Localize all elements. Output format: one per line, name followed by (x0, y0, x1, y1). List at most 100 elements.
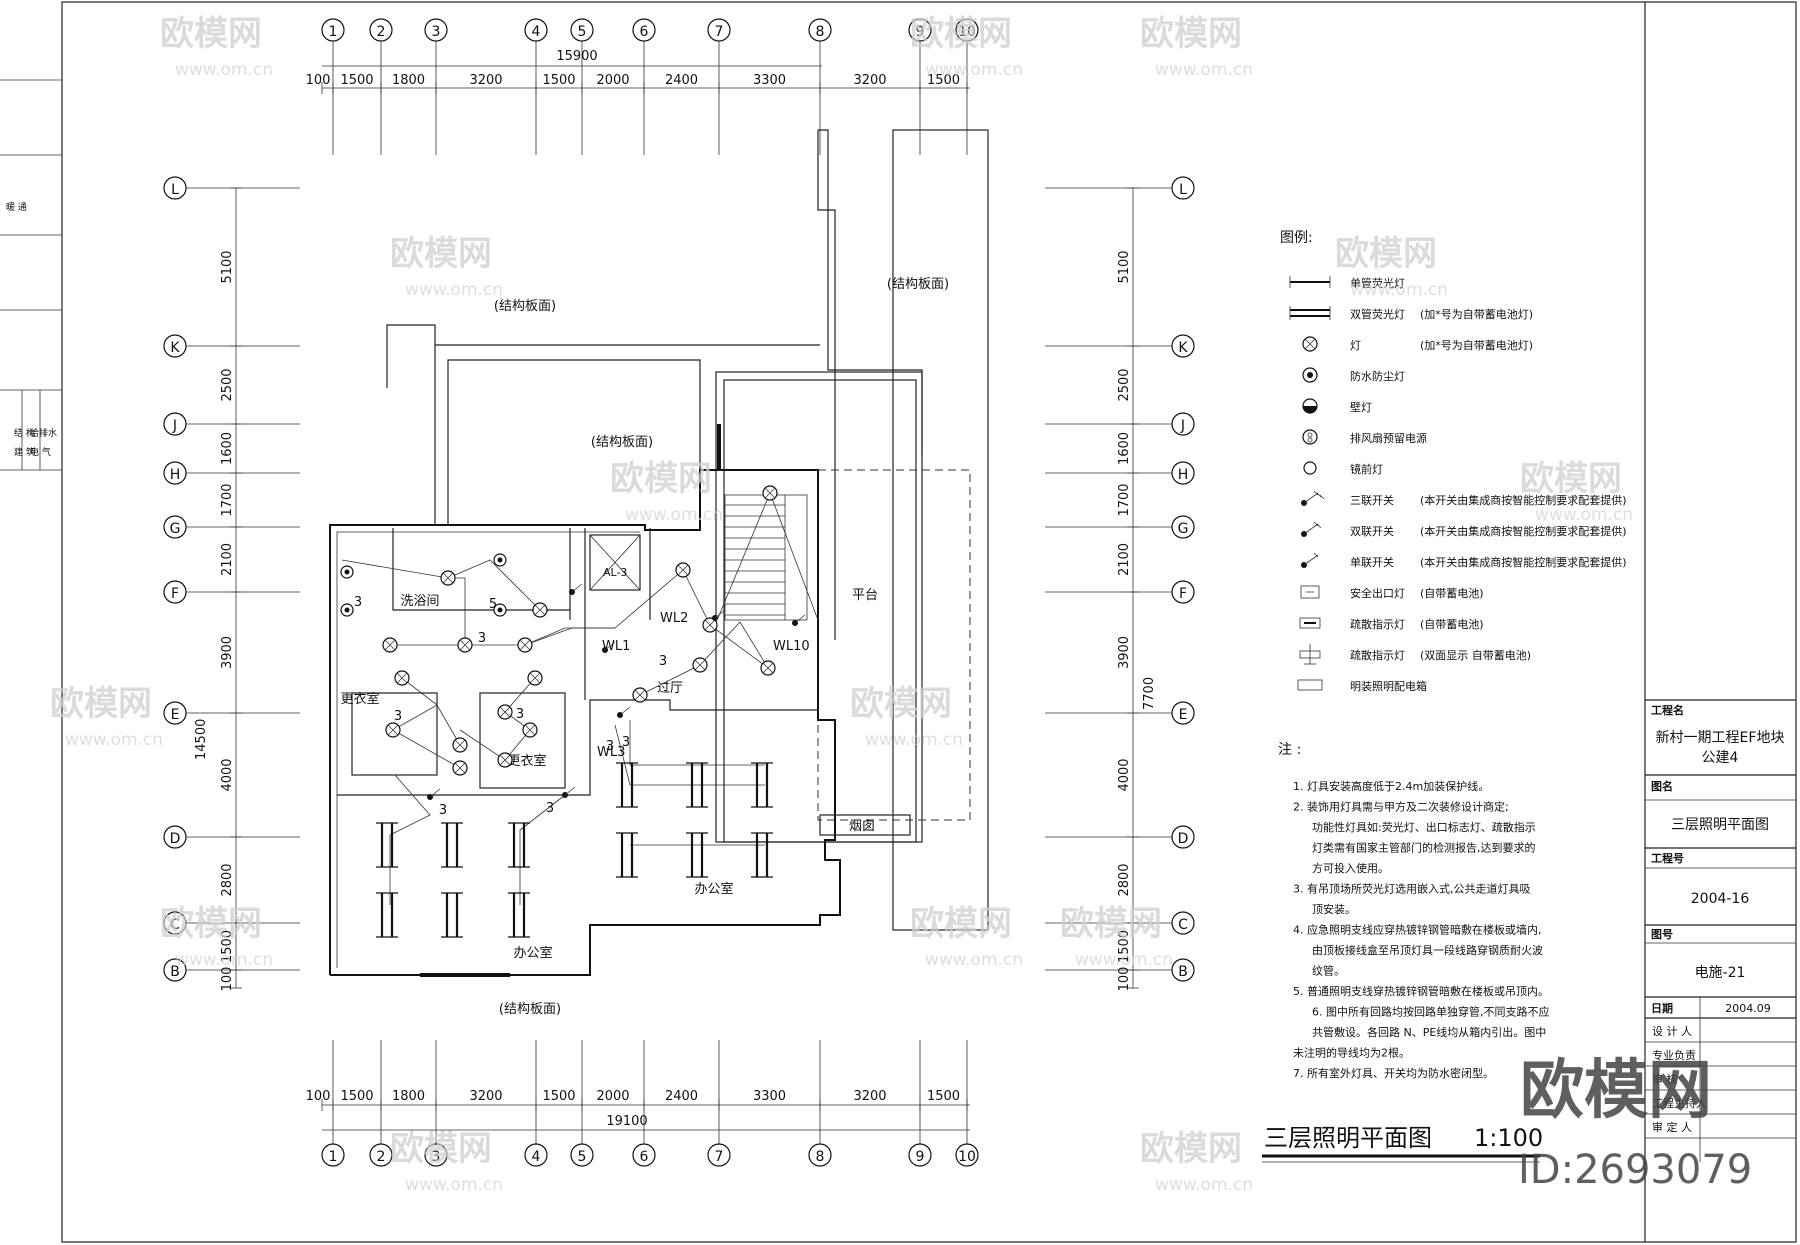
note-line: 1. 灯具安装高度低于2.4m加装保护线。 (1293, 779, 1489, 793)
dim-span-value: 1500 (927, 73, 960, 88)
left-strip-label-4: 给排水 (30, 427, 57, 439)
slab-label-2: (结构板面) (591, 435, 653, 450)
column-label-top: 10 (958, 24, 976, 40)
dim-span-value: 5100 (220, 250, 235, 283)
room-label-changing-2: 更衣室 (507, 753, 546, 769)
column-label-top: 1 (329, 24, 338, 40)
note-line: 5. 普通照明支线穿热镀锌钢管暗敷在楼板或吊顶内。 (1293, 984, 1549, 998)
tb-date-label: 日期 (1651, 1001, 1673, 1015)
column-label-bottom: 8 (816, 1149, 825, 1165)
legend-label: 疏散指示灯 (1350, 648, 1405, 662)
column-label-bottom: 6 (640, 1149, 649, 1165)
watermark-brand: 欧模网 (610, 459, 712, 499)
right-slab (892, 129, 989, 931)
dim-span-value: 100 (306, 1089, 331, 1104)
left-strip-label-1: 建 筑 (14, 446, 35, 458)
dim-span-value: 100 (1117, 967, 1132, 992)
slab-label-4: (结构板面) (499, 1002, 561, 1017)
dim-span-value: 3300 (753, 73, 786, 88)
wire-count: 3 (439, 803, 447, 818)
row-label-left: L (171, 182, 179, 198)
tb-project-no-label: 工程号 (1651, 851, 1684, 865)
column-label-top: 4 (532, 24, 541, 40)
drawing-title: 三层照明平面图 (1264, 1124, 1432, 1152)
dim-span-value: 1800 (392, 73, 425, 88)
watermark-brand: 欧模网 (910, 904, 1012, 944)
row-label-left: D (170, 831, 181, 847)
column-label-bottom: 4 (532, 1149, 541, 1165)
watermark-url: www.om.cn (65, 730, 163, 750)
row-label-left: K (170, 340, 180, 356)
row-label-right: E (1179, 707, 1188, 723)
wiring (341, 491, 819, 905)
title-block-role: 专业负责 (1652, 1048, 1696, 1062)
watermark-url: www.om.cn (1075, 950, 1173, 970)
legend-note: (本开关由集成商按智能控制要求配套提供) (1420, 524, 1627, 538)
main-wall (329, 424, 841, 976)
changing-room-2 (479, 692, 566, 789)
tb-sheet-no-label: 图号 (1651, 928, 1673, 941)
double-fluorescent-lamp-symbol (1289, 306, 1331, 320)
watermark-url: www.om.cn (1535, 505, 1633, 525)
wall-lamp-symbol (1302, 398, 1318, 414)
title-block-role: 审 核 (1652, 1072, 1678, 1086)
dim-span-value: 1500 (220, 930, 235, 963)
column-label-bottom: 1 (329, 1149, 338, 1165)
dim-span-value: 3200 (469, 1089, 502, 1104)
tb-date: 2004.09 (1725, 1002, 1771, 1015)
note-line: 顶安装。 (1312, 902, 1356, 916)
notes-title: 注 : (1278, 742, 1301, 758)
column-label-top: 8 (816, 24, 825, 40)
title-block (1645, 699, 1796, 1162)
note-line: 3. 有吊顶场所荧光灯选用嵌入式,公共走道灯具吸 (1293, 882, 1531, 896)
room-label-corridor: 过厅 (657, 681, 683, 696)
note-line: 2. 装饰用灯具需与甲方及二次装修设计商定; (1293, 800, 1509, 814)
tb-project-name-1: 新村一期工程EF地块 (1656, 730, 1785, 746)
dim-span-value: 1700 (1117, 483, 1132, 516)
watermark-url: www.om.cn (925, 60, 1023, 80)
light-fixtures (340, 485, 806, 938)
column-label-top: 7 (715, 24, 724, 40)
circuit-label-wl3: WL3 (597, 745, 625, 760)
dim-span-value: 3200 (853, 1089, 886, 1104)
bottom-total-dimension: 19100 (606, 1114, 647, 1129)
note-line: 4. 应急照明支线应穿热镀锌钢管暗敷在楼板或墙内, (1293, 923, 1542, 937)
watermark-url: www.om.cn (1155, 60, 1253, 80)
left-strip-label-2: 结 构 (14, 427, 35, 439)
watermark-brand: 欧模网 (1520, 459, 1622, 499)
central-block-inner (723, 379, 917, 843)
legend-note: (自带蓄电池) (1420, 618, 1484, 631)
circuit-label-wl2: WL2 (660, 611, 688, 626)
dim-span-value: 2400 (665, 73, 698, 88)
dim-span-value: 2400 (665, 1089, 698, 1104)
dim-span-value: 100 (306, 73, 331, 88)
dim-span-value: 2100 (1117, 543, 1132, 576)
dashed-platform (817, 469, 971, 821)
slab-label-1: (结构板面) (494, 299, 556, 314)
tb-project-no: 2004-16 (1691, 891, 1750, 907)
watermark-url: www.om.cn (175, 950, 273, 970)
legend-label: 双联开关 (1350, 524, 1394, 538)
column-label-bottom: 3 (432, 1149, 441, 1165)
row-label-left: G (170, 521, 181, 537)
row-label-left: F (171, 586, 179, 602)
drawing-scale: 1:100 (1474, 1124, 1543, 1152)
legend-note: (本开关由集成商按智能控制要求配套提供) (1420, 555, 1627, 569)
legend-label: 单联开关 (1350, 555, 1394, 569)
dim-span-value: 1500 (1117, 930, 1132, 963)
room-label-office-2: 办公室 (513, 945, 552, 961)
column-label-top: 2 (377, 24, 386, 40)
dim-span-value: 5100 (1117, 250, 1132, 283)
wire-count: 3 (659, 654, 667, 669)
legend-note: (加*号为自带蓄电池灯) (1420, 339, 1533, 352)
wire-count: 3 (478, 631, 486, 646)
watermark-url: www.om.cn (405, 280, 503, 300)
lamp-symbol (1302, 336, 1318, 352)
dim-span-value: 2800 (1117, 863, 1132, 896)
exhaust-fan-outlet-symbol (1302, 429, 1318, 445)
panel-label-al3: AL-3 (603, 566, 627, 579)
mirror-lamp-symbol (1303, 461, 1317, 475)
watermark-url: www.om.cn (1350, 280, 1448, 300)
